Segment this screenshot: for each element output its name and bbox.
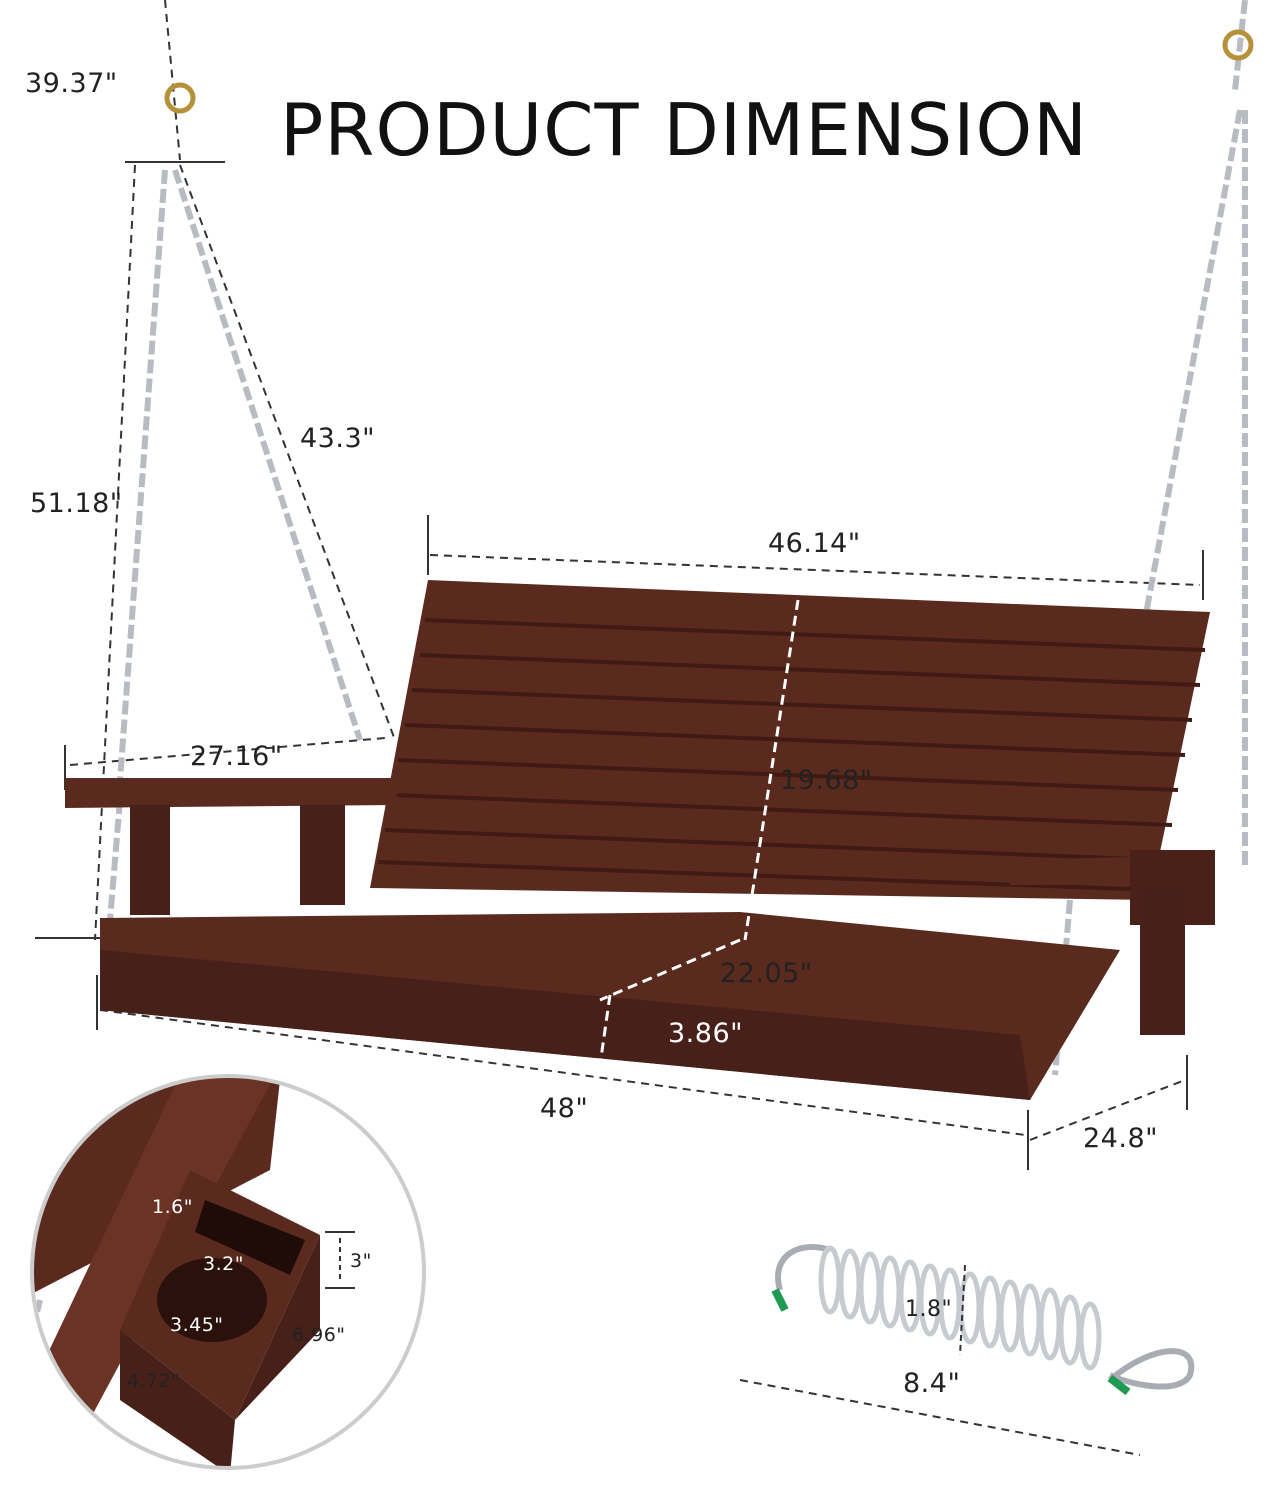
seat-depth-label: 22.05" [720,958,813,989]
spring-icon [771,1243,1195,1396]
ring-icon [1222,29,1254,61]
backrest-width-label: 46.14" [768,528,861,559]
cup-diameter-label: 3.45" [170,1314,224,1336]
backrest-height-label: 19.68" [780,765,873,796]
ring-icon [164,82,196,114]
spring-length-label: 8.4" [903,1368,961,1399]
armrest-length-label: 27.16" [190,741,283,772]
hanging-top-label: 39.37" [25,68,118,99]
spring-diameter-label: 1.8" [905,1297,953,1322]
slot-length-label: 3.2" [203,1253,244,1275]
seat-width-label: 48" [540,1093,589,1124]
chain-length-label: 43.3" [300,423,376,454]
holder-width-label: 4.72" [127,1370,181,1392]
cup-holder-inset [30,1074,426,1470]
swing-bench [65,580,1215,1100]
dimension-lines [69,0,1201,1456]
holder-height-label: 3" [350,1250,372,1272]
total-height-label: 51.18" [30,488,123,519]
seat-thickness-label: 3.86" [668,1018,744,1049]
page-title: PRODUCT DIMENSION [280,88,1089,172]
slot-width-label: 1.6" [152,1196,193,1218]
holder-length-label: 6.96" [292,1324,346,1346]
overall-depth-label: 24.8" [1083,1123,1159,1154]
